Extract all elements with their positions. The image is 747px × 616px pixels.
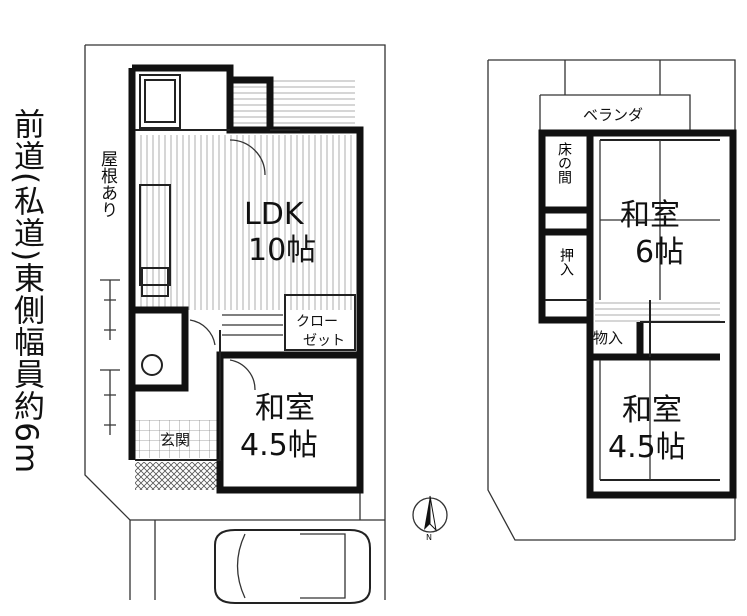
washitsu-1f-size: 4.5帖: [240, 428, 318, 463]
closet-label-1: クロー: [296, 314, 338, 330]
lot-outline-1f: [84, 44, 386, 600]
washitsu-6-label: 和室: [620, 198, 680, 233]
roof-label-vertical: 屋根あり: [97, 150, 117, 218]
veranda-label: ベランダ: [583, 106, 643, 124]
closet-label-2: ゼット: [303, 333, 345, 349]
storage-label: 物入: [593, 329, 623, 347]
washitsu-1f-label: 和室: [255, 391, 315, 426]
washitsu-6-size: 6帖: [635, 235, 684, 270]
building-1f: [128, 64, 364, 494]
veranda-outline: [539, 60, 691, 130]
car-icon: [214, 529, 371, 604]
ldk-size: 10帖: [248, 233, 316, 268]
washitsu-2f-size: 4.5帖: [608, 430, 686, 465]
bicycle-icon: [100, 279, 120, 435]
road-label: 前道(私道)東側幅員約6m: [8, 108, 44, 475]
building-2f: [538, 129, 737, 499]
oshiire-label: 押入: [558, 248, 574, 276]
north-label: N: [426, 533, 432, 542]
washitsu-2f-label: 和室: [622, 393, 682, 428]
north-arrow-icon: N: [412, 495, 448, 542]
tokonoma-vertical: 床の間: [556, 142, 572, 184]
ldk-label: LDK: [244, 197, 305, 232]
entrance-label: 玄関: [160, 431, 190, 449]
